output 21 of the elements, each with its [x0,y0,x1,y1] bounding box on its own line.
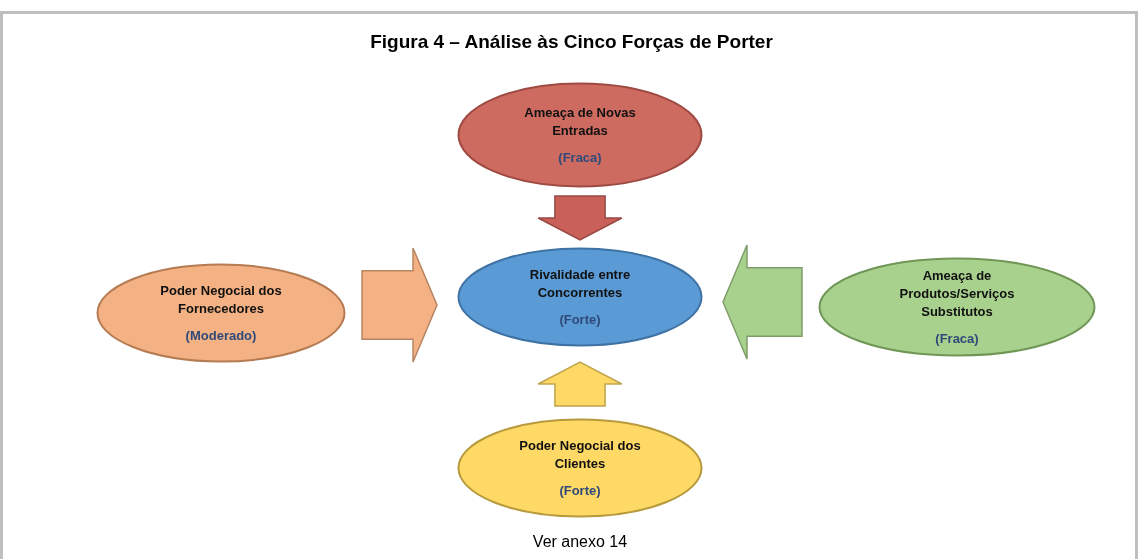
force-rating: (Moderado) [185,326,257,345]
figure-title: Figura 4 – Análise às Cinco Forças de Porter [370,31,773,53]
force-ellipse [818,257,1096,357]
block-arrow [361,247,438,363]
force-name: Ameaça de Produtos/Serviços Substitutos [898,266,1016,321]
force-rating: (Fraca) [935,329,979,348]
force-rating: (Fraca) [558,148,602,167]
block-arrow [722,244,803,360]
force-name: Poder Negocial dos Fornecedores [159,281,283,318]
force-ellipse [457,247,703,347]
force-ellipse [457,82,703,188]
force-rating: (Forte) [559,310,601,329]
block-arrow [537,195,623,241]
force-name: Ameaça de Novas Entradas [523,103,637,140]
figure-caption: Ver anexo 14 [532,533,628,551]
force-ellipse [457,418,703,518]
force-ellipse [96,263,346,363]
force-rating: (Forte) [559,481,601,500]
block-arrow [537,361,623,407]
force-name: Rivalidade entre Concorrentes [528,265,632,302]
force-name: Poder Negocial dos Clientes [518,436,642,473]
